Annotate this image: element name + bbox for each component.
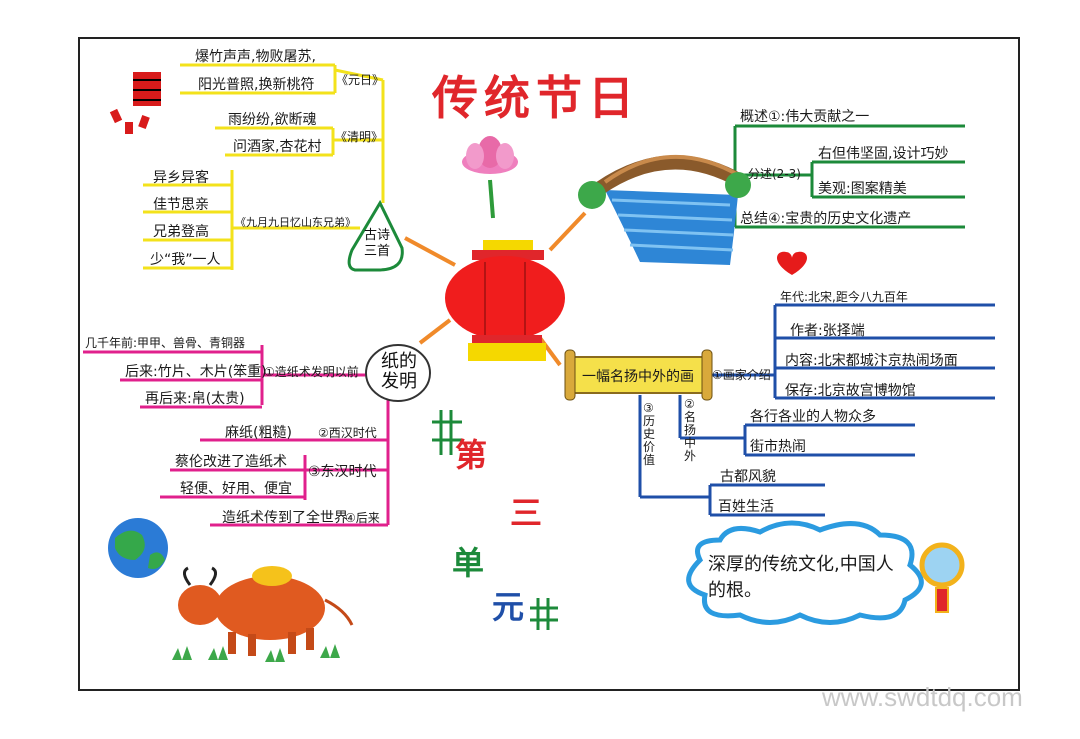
connector-paper [418, 318, 452, 345]
paper-b2-label: ②西汉时代 [318, 426, 377, 440]
cloud-text: 深厚的传统文化,中国人的根。 [708, 554, 894, 601]
yuanri-label: 《元日》 [336, 73, 385, 87]
paper-b1-line-2: 后来:竹片、木片(笨重) [125, 364, 267, 380]
paper-center-line-2: 发明 [381, 371, 417, 392]
cloud-illustration [686, 520, 924, 625]
poems-center-line-1: 古诗 [363, 228, 390, 243]
unit-char-2: 三 [510, 494, 543, 532]
paper-center-label: 纸的 发明 [372, 352, 426, 392]
poems-center-line-2: 三首 [363, 244, 390, 259]
paper-b3-line-2: 轻便、好用、便宜 [180, 481, 292, 497]
bridge-b1: 概述①:伟大贡献之一 [740, 109, 870, 125]
paper-node-shape [365, 344, 431, 402]
bridge-b2-line-1: 右但伟坚固,设计巧妙 [818, 146, 949, 162]
paper-b1-label: ①造纸术发明以前 [264, 365, 359, 379]
paper-b4-line: 造纸术传到了全世界 [222, 510, 348, 526]
connector-poems [404, 236, 456, 267]
jiuyue-line-4: 少“我”一人 [150, 252, 221, 268]
jiuyue-label: 《九月九日忆山东兄弟》 [235, 216, 356, 229]
lantern-illustration [445, 240, 565, 361]
unit-char-1: 第 [455, 436, 488, 474]
painting-center-label: 一幅名扬中外的画 [582, 369, 694, 385]
painting-b3-line-2: 百姓生活 [718, 499, 774, 515]
painting-b2-line-1: 各行各业的人物众多 [750, 409, 876, 425]
painting-b2-line-2: 街市热闹 [750, 439, 806, 455]
painting-b3-line-1: 古都风貌 [720, 469, 776, 485]
jiuyue-line-1: 异乡异客 [153, 170, 209, 186]
scroll-illustration [564, 349, 713, 401]
connector-painting [538, 336, 562, 367]
paper-b3-label: ③东汉时代 [308, 464, 377, 480]
bridge-b3: 总结④:宝贵的历史文化遗产 [740, 211, 912, 227]
painting-b3-label: ③历史价值 [643, 401, 656, 467]
firecracker-illustration [109, 72, 161, 134]
connector-bridge [548, 211, 587, 252]
bridge-b2-label: 分述(2-3) [748, 167, 801, 181]
paper-b1-line-1: 几千年前:甲甲、兽骨、青铜器 [85, 336, 246, 350]
yuanri-line-1: 爆竹声声,物败屠苏, [195, 49, 316, 65]
paper-b4-label: ④后来 [345, 511, 380, 525]
painting-b1-line-2: 作者:张择端 [790, 323, 865, 339]
unit-char-3: 单 [452, 544, 485, 582]
ox-illustration [172, 566, 354, 662]
poems-node-shape [347, 199, 404, 272]
paper-b2-line: 麻纸(粗糙) [225, 425, 292, 441]
jiuyue-line-2: 佳节思亲 [153, 197, 209, 213]
grid-decor [432, 410, 558, 630]
painting-b1-line-4: 保存:北京故宫博物馆 [785, 383, 916, 399]
qingming-label: 《清明》 [335, 130, 384, 144]
painting-b1-line-1: 年代:北宋,距今八九百年 [780, 290, 908, 304]
painting-b1-label: ①画家介绍 [712, 368, 771, 382]
globe-illustration [108, 518, 168, 578]
painting-b1-line-3: 内容:北宋都城汴京热闹场面 [785, 353, 958, 369]
paper-b1-line-3: 再后来:帛(太贵) [145, 391, 245, 407]
paper-center-line-1: 纸的 [381, 351, 417, 372]
jiuyue-line-3: 兄弟登高 [153, 224, 209, 240]
paper-b3-line-1: 蔡伦改进了造纸术 [175, 454, 287, 470]
watermark: www.swdtdq.com [822, 682, 1023, 712]
heart-icon [777, 251, 807, 275]
qingming-line-2: 问酒家,杏花村 [233, 139, 322, 155]
poems-center-label: 古诗 三首 [355, 228, 399, 260]
bridge-b2-line-2: 美观:图案精美 [818, 181, 907, 197]
lotus-illustration [462, 136, 518, 219]
unit-char-4: 元 [492, 588, 525, 626]
magnifier-illustration [919, 542, 965, 613]
painting-b2-label: ②名扬中外 [684, 397, 697, 463]
zhaozhou-bridge-illustration [578, 154, 751, 265]
yuanri-line-2: 阳光普照,换新桃符 [198, 77, 315, 93]
qingming-line-1: 雨纷纷,欲断魂 [228, 112, 317, 128]
page-title: 传统节日 [432, 71, 640, 125]
